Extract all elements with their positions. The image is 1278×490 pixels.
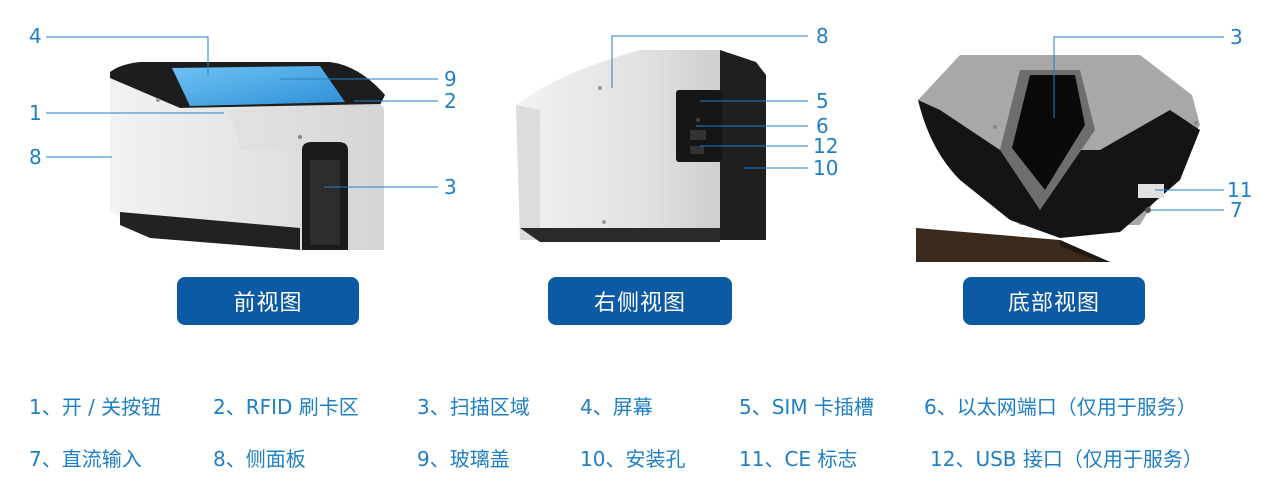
- callout-11-ce-mark: 11: [1227, 178, 1253, 202]
- callout-3-scan-area: 3: [1230, 25, 1243, 49]
- front-device: [110, 62, 385, 250]
- callout-5-sim-slot: 5: [816, 89, 829, 113]
- legend-item-12: 12、USB 接口（仅用于服务）: [930, 447, 1203, 471]
- callout-8-side-panel: 8: [816, 24, 829, 48]
- side-view-label: 右侧视图: [548, 277, 732, 325]
- bottom-view-label: 底部视图: [963, 277, 1145, 325]
- legend-item-1: 1、开 / 关按钮: [29, 395, 162, 419]
- front-leader-lines: [46, 36, 438, 188]
- callout-2-rfid: 2: [444, 89, 457, 113]
- bottom-leader-lines: [1053, 36, 1224, 211]
- legend-item-6: 6、以太网端口（仅用于服务）: [924, 395, 1197, 419]
- callout-7-dc-input: 7: [1230, 198, 1243, 222]
- callout-9-glass-cover: 9: [444, 67, 457, 91]
- callout-6-ethernet: 6: [816, 114, 829, 138]
- legend-item-10: 10、安装孔: [580, 447, 686, 471]
- side-device: [516, 50, 766, 242]
- legend-item-7: 7、直流输入: [29, 447, 142, 471]
- bottom-device: [916, 55, 1200, 262]
- legend-item-4: 4、屏幕: [580, 395, 653, 419]
- legend-item-11: 11、CE 标志: [739, 447, 858, 471]
- legend-item-9: 9、玻璃盖: [417, 447, 510, 471]
- callout-10-mount-hole: 10: [813, 156, 839, 180]
- side-leader-lines: [611, 35, 808, 169]
- legend-item-2: 2、RFID 刷卡区: [213, 395, 359, 419]
- front-view-label: 前视图: [177, 277, 359, 325]
- legend-item-5: 5、SIM 卡插槽: [739, 395, 874, 419]
- callout-3-scan-area: 3: [444, 175, 457, 199]
- legend-item-3: 3、扫描区域: [417, 395, 530, 419]
- callout-12-usb: 12: [813, 134, 839, 158]
- ce-label: [1138, 184, 1164, 198]
- callout-8-side-panel: 8: [29, 145, 42, 169]
- front-screen: [172, 66, 345, 106]
- callout-1-power-button: 1: [29, 101, 42, 125]
- legend-item-8: 8、侧面板: [213, 447, 306, 471]
- callout-4-screen: 4: [29, 24, 42, 48]
